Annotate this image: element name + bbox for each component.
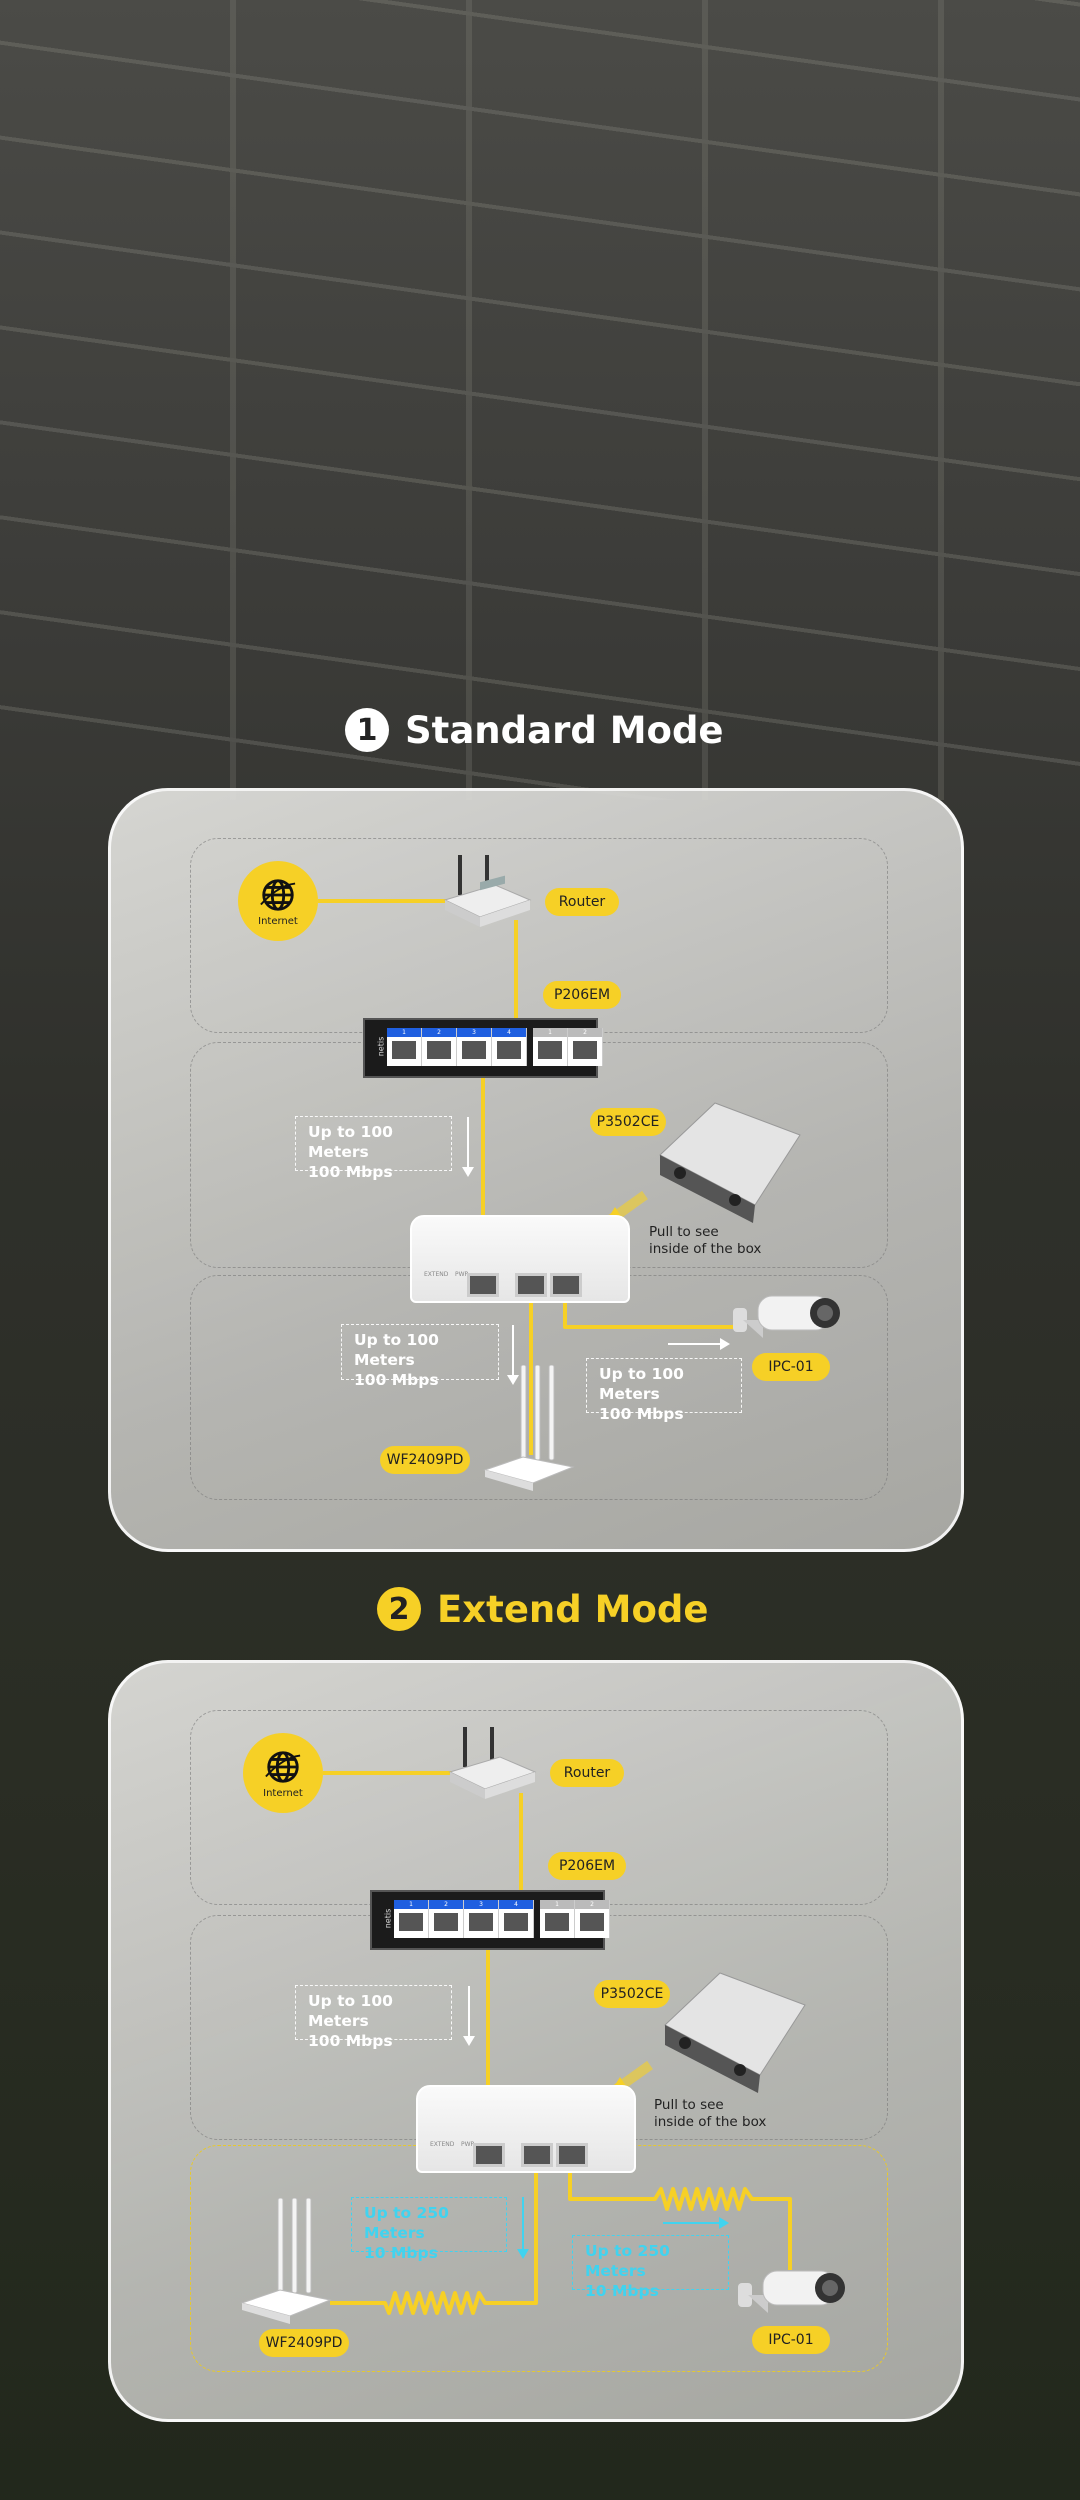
arrow-down-icon [507,1325,519,1385]
uplink-port: 1 [533,1028,568,1066]
switch-port: 1 [387,1028,422,1066]
background-greenhouse [0,0,1080,800]
extender-label: EXTEND [424,1271,449,1278]
router-device-icon [448,1727,537,1799]
globe-icon [260,878,296,911]
switch-model-label: P206EM [548,1852,626,1880]
wifi-router-icon [483,1365,575,1491]
adapter-product-image [605,1102,801,1225]
switch-port: 4 [492,1028,527,1066]
switch-port: 2 [422,1028,457,1066]
switch-port: 4 [499,1900,534,1938]
mode-1-title: 1 Standard Mode [345,708,724,752]
switch-port: 2 [429,1900,464,1938]
uplink-port: 1 [540,1900,575,1938]
wifi-router-icon [240,2198,332,2324]
switch-port: 3 [457,1028,492,1066]
step-number-badge: 1 [345,708,389,752]
mode-2-title: 2 Extend Mode [377,1587,708,1631]
uplink-port: 2 [575,1900,610,1938]
camera-device-icon [738,2270,845,2313]
internet-globe: Internet [243,1733,323,1813]
camera-label: IPC-01 [752,2326,830,2354]
uplink-port: 2 [568,1028,603,1066]
internet-label: Internet [263,1787,303,1799]
switch-brand: netis [383,1908,393,1929]
router-device-icon [443,855,532,927]
internet-label: Internet [258,915,298,927]
router-label: Router [550,1759,624,1787]
router-label: Router [545,888,619,916]
extender-model-label: P3502CE [590,1108,666,1136]
extender-label: EXTEND [430,2141,455,2148]
arrow-right-icon [663,2217,729,2229]
wire-extender-wifi-long [330,2165,538,2315]
camera-device-icon [733,1295,840,1338]
adapter-product-image [610,1972,806,2095]
switch-port: 1 [394,1900,429,1938]
switch-port: 3 [464,1900,499,1938]
extender-label: PWR [455,1271,469,1278]
switch-brand: netis [376,1036,386,1057]
poe-switch-device: netis 1 2 3 4 1 2 [363,1018,603,1078]
arrow-down-icon [462,1117,474,1177]
poe-extender-device: EXTEND PWR [410,1215,630,1303]
globe-icon [265,1750,301,1783]
poe-extender-device: EXTEND PWR [416,2085,636,2173]
poe-switch-device: netis 1 2 3 4 1 2 [370,1890,610,1950]
mode-title-text: Extend Mode [437,1587,709,1631]
arrow-right-icon [668,1338,730,1350]
wifi-router-label: WF2409PD [259,2329,349,2357]
mode-title-text: Standard Mode [405,708,724,752]
wire-extender-camera-long [568,2165,792,2270]
extender-model-label: P3502CE [594,1980,670,2008]
step-number-badge: 2 [377,1587,421,1631]
camera-label: IPC-01 [752,1353,830,1381]
arrow-down-icon [463,1986,475,2046]
wifi-router-label: WF2409PD [380,1446,470,1474]
arrow-down-icon [517,2197,529,2259]
switch-model-label: P206EM [543,981,621,1009]
internet-globe: Internet [238,861,318,941]
extender-label: PWR [461,2141,475,2148]
